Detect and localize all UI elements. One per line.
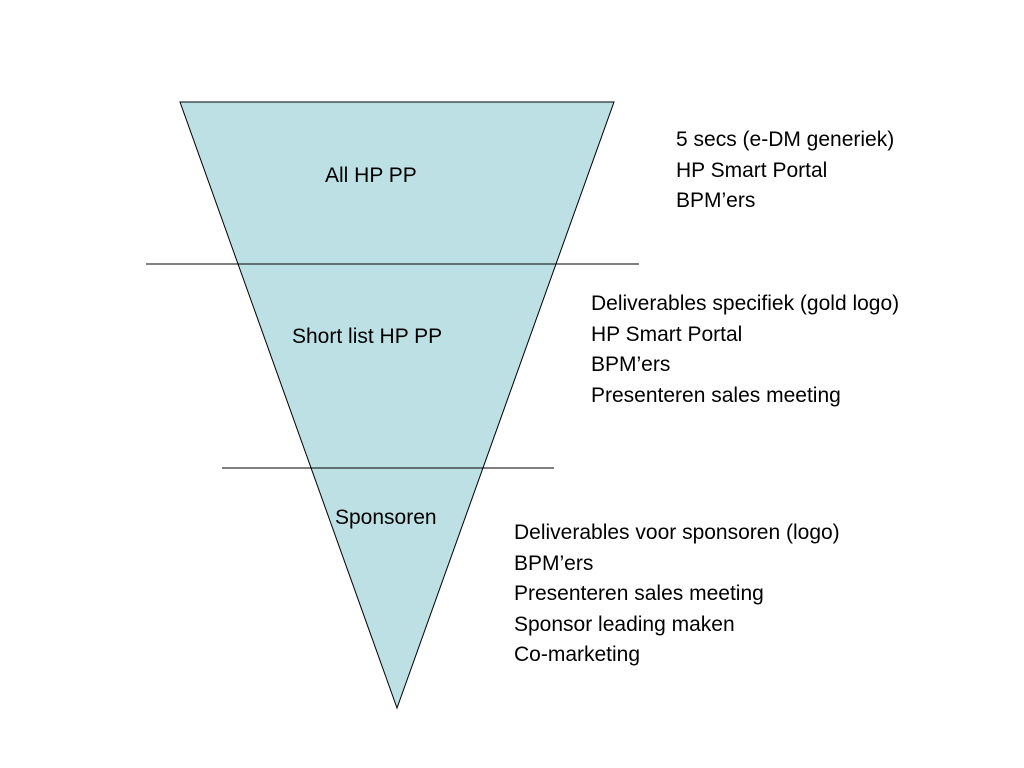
note-item: Presenteren sales meeting [514, 582, 764, 606]
note-item: 5 secs (e-DM generiek) [676, 128, 895, 151]
note-item: BPM’ers [676, 189, 756, 213]
funnel-triangle [179, 101, 615, 710]
note-item: BPM’ers [591, 353, 671, 377]
note-item: Co-marketing [514, 643, 641, 667]
note-item: HP Smart Portal [676, 158, 828, 182]
note-item: Deliverables voor sponsoren (logo) [514, 521, 840, 544]
stage-notes-sponsoren: Deliverables voor sponsoren (logo) BPM’e… [514, 518, 840, 671]
stage-label-all-hp-pp: All HP PP [325, 164, 417, 187]
note-item: Deliverables specifiek (gold logo) [591, 292, 900, 315]
stage-notes-short-list-hp-pp: Deliverables specifiek (gold logo) HP Sm… [591, 289, 899, 411]
note-item: HP Smart Portal [591, 322, 743, 346]
note-item: Presenteren sales meeting [591, 383, 841, 407]
note-item: BPM’ers [514, 551, 594, 575]
stage-label-short-list-hp-pp: Short list HP PP [292, 325, 443, 348]
stage-notes-all-hp-pp: 5 secs (e-DM generiek) HP Smart Portal B… [676, 125, 894, 217]
stage-label-sponsoren: Sponsoren [335, 506, 437, 529]
note-item: Sponsor leading maken [514, 612, 735, 636]
